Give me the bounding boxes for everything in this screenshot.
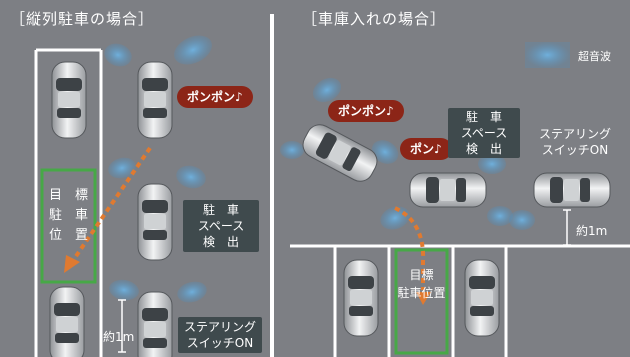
sensor-wave	[177, 281, 207, 303]
parked-car	[464, 259, 500, 337]
moving-car	[137, 291, 173, 357]
moving-car	[137, 61, 173, 139]
moving-car	[137, 183, 173, 261]
parked-car	[49, 286, 85, 357]
sensor-wave	[109, 279, 139, 301]
moving-car	[409, 172, 487, 208]
path-arrowhead	[64, 255, 80, 273]
moving-car	[297, 119, 383, 187]
steering-switch-label: ステアリング スイッチON	[538, 127, 611, 157]
sensor-wave	[280, 141, 304, 159]
left-panel-title: ［縦列駐車の場合］	[10, 10, 155, 28]
legend-swatch	[525, 42, 570, 68]
legend-label: 超音波	[578, 50, 611, 63]
beep-bubble: ポンポン♪	[328, 100, 404, 122]
sensor-wave	[487, 206, 513, 226]
sensor-wave	[371, 140, 399, 164]
moving-car	[533, 172, 611, 208]
space-detected-box: 駐 車 スペース 検 出	[448, 108, 520, 158]
parked-car	[343, 259, 379, 337]
sensor-wave	[176, 165, 206, 189]
sensor-wave	[509, 210, 535, 230]
sensor-wave	[174, 35, 212, 65]
sensor-wave	[380, 206, 410, 230]
sensor-wave	[108, 157, 136, 179]
parked-car	[51, 61, 87, 139]
sensor-wave	[478, 154, 506, 174]
space-detected-box: 駐 車 スペース 検 出	[183, 200, 259, 252]
beep-bubble-short: ポン♪	[400, 138, 452, 160]
beep-bubble: ポンポン♪	[177, 86, 253, 108]
target-parking-label: 目標 駐車位置	[397, 268, 446, 300]
path-arrow	[394, 206, 426, 290]
sensor-wave	[312, 77, 342, 103]
path-arrowhead	[416, 292, 431, 305]
panel-divider	[270, 14, 274, 357]
target-parking-frame	[394, 248, 449, 355]
distance-label: 約1m	[103, 330, 135, 344]
right-panel-title: ［車庫入れの場合］	[302, 10, 447, 28]
steering-switch-box: ステアリング スイッチON	[178, 317, 262, 353]
target-parking-frame	[40, 168, 97, 284]
target-parking-label: 目 標 駐 車 位 置	[48, 188, 88, 243]
sensor-wave	[104, 43, 132, 67]
distance-label: 約1m	[576, 224, 608, 238]
